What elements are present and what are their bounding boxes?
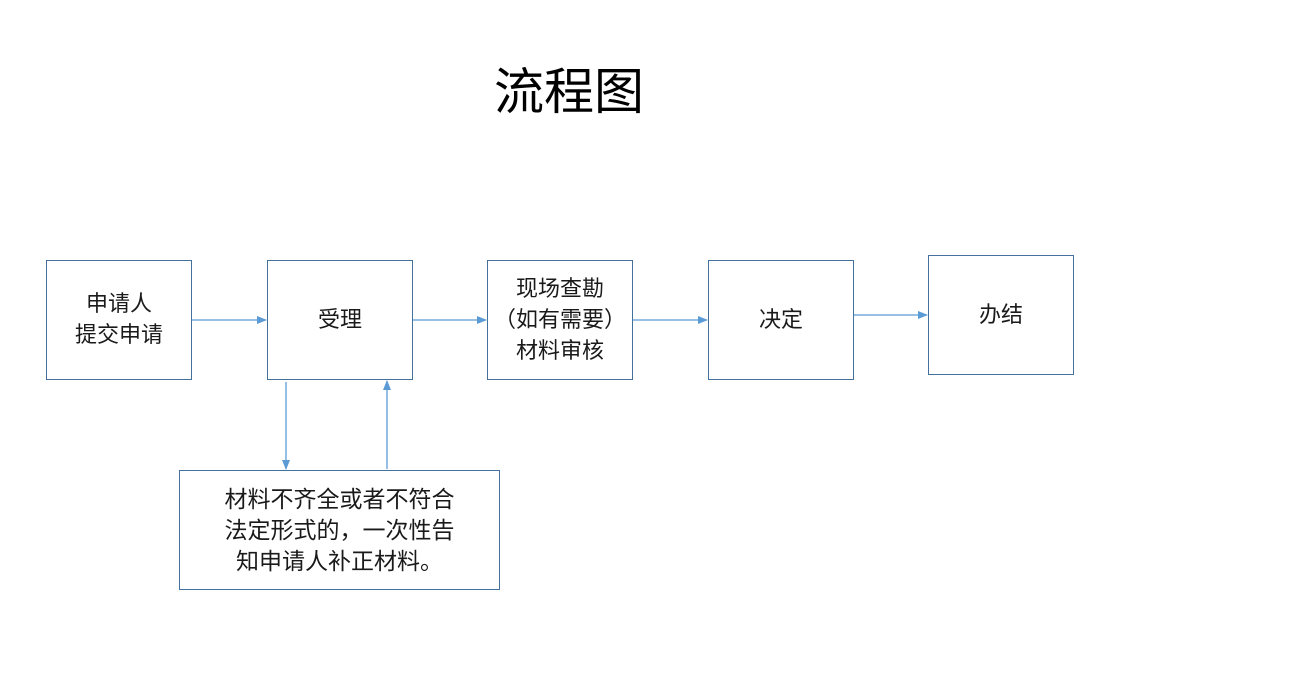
step-decision: 决定 <box>708 260 854 380</box>
step-submit-application: 申请人 提交申请 <box>46 260 192 380</box>
step-inspection-review: 现场查勘 （如有需要） 材料审核 <box>487 260 633 380</box>
step-label: 决定 <box>758 307 803 333</box>
diagram-title: 流程图 <box>494 63 644 121</box>
step-label: 申请人 提交申请 <box>74 292 163 348</box>
supplement-materials-note: 材料不齐全或者不符合 法定形式的，一次性告 知申请人补正材料。 <box>179 470 500 590</box>
step-accept: 受理 <box>267 260 413 380</box>
step-complete: 办结 <box>928 255 1074 375</box>
note-label: 材料不齐全或者不符合 法定形式的，一次性告 知申请人补正材料。 <box>224 486 455 575</box>
step-label: 受理 <box>317 307 362 333</box>
step-label: 现场查勘 （如有需要） 材料审核 <box>493 276 626 364</box>
step-label: 办结 <box>978 302 1023 328</box>
